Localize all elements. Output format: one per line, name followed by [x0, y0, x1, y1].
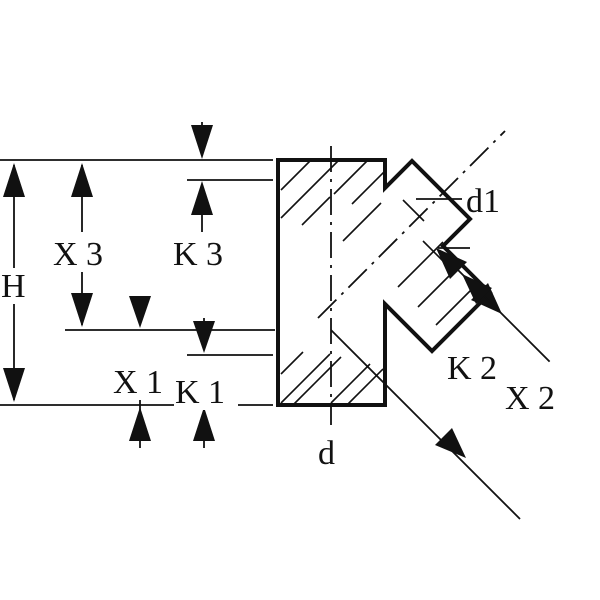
section-hatching-upper-left	[280, 159, 340, 226]
arrow-X1-bottom	[129, 407, 151, 441]
dimension-H: H	[0, 163, 26, 402]
arrow-K1-top	[193, 321, 215, 353]
arrow-X2-lower	[435, 428, 466, 458]
arrow-X2-upper	[462, 274, 492, 304]
arrow-X3-bottom	[71, 293, 93, 327]
dim-label-bg-K1	[174, 372, 238, 410]
dimension-d1: d1	[416, 183, 500, 249]
dim-label-bg-X3	[52, 234, 114, 272]
dim-label-K2: K 2	[447, 350, 497, 387]
arrow-X3-top	[71, 163, 93, 197]
arrow-K3-bottom	[191, 181, 213, 215]
dim-label-X1: X 1	[113, 364, 163, 401]
dim-label-bg-K3	[172, 234, 236, 272]
dim-label-H: H	[1, 268, 26, 305]
section-hatching-upper-right	[333, 159, 385, 242]
arrow-H-top	[3, 163, 25, 197]
dim-label-X3: X 3	[53, 236, 103, 273]
dim-label-bg-K2	[446, 348, 512, 386]
dim-label-bg-H	[0, 268, 26, 304]
arrow-K2-lower	[436, 248, 467, 279]
section-hatching-lower-left	[280, 351, 342, 405]
branch-centerline	[317, 130, 506, 319]
dimension-K3: K 3	[172, 122, 236, 273]
arrow-K1-bottom	[193, 407, 215, 441]
dim-label-bg-X2	[504, 378, 570, 416]
branch-socket-step-lines	[402, 199, 445, 263]
dim-label-d1: d1	[466, 183, 500, 220]
dimension-K2: K 2	[436, 248, 512, 387]
arrow-K3-top	[191, 125, 213, 159]
dimension-X3: X 3	[52, 163, 114, 327]
dim-label-K3: K 3	[173, 236, 223, 273]
dim-label-X2: X 2	[505, 380, 555, 417]
arrow-H-bottom	[3, 368, 25, 402]
section-hatching-lower-right	[330, 363, 384, 405]
dimension-d: d	[318, 435, 335, 472]
dim-label-d: d	[318, 435, 335, 472]
dim-label-K1: K 1	[175, 374, 225, 411]
dimension-X2: X 2	[435, 274, 570, 458]
arrow-X1-top	[129, 296, 151, 328]
dim-label-bg-X1	[112, 362, 174, 400]
dimension-K1: K 1	[174, 318, 238, 448]
dimension-X1: X 1	[112, 296, 174, 448]
branch-centerline-lower	[330, 329, 521, 520]
